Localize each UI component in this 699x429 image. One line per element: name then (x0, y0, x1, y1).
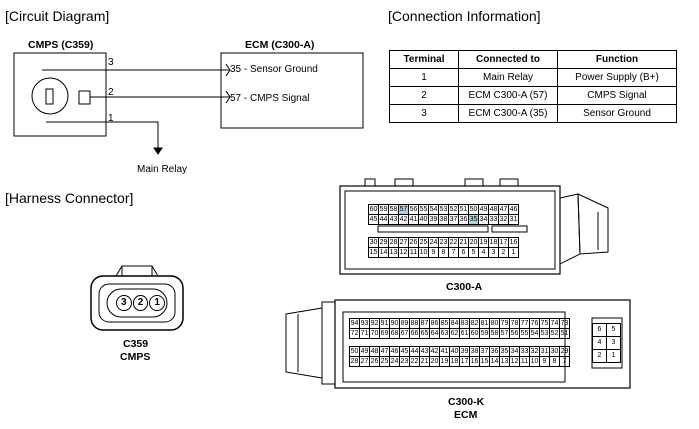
table-row: 3 ECM C300-A (35) Sensor Ground (389, 104, 677, 123)
ecm-box (220, 52, 364, 129)
pin-cell: 4 (592, 336, 607, 350)
cell-connected-to: ECM C300-A (35) (458, 104, 558, 123)
c359-pin: 1 (149, 295, 166, 311)
ecm-pin-57-label: 57 - CMPS Signal (230, 93, 310, 104)
cmps-box (13, 52, 107, 137)
ecm-pin-35-label: 35 - Sensor Ground (230, 64, 318, 75)
cell-connected-to: ECM C300-A (57) (458, 86, 558, 105)
c359-connector (90, 265, 184, 331)
header-connected-to: Connected to (458, 50, 558, 69)
c300k-label: C300-K (448, 396, 485, 408)
harness-connector-heading: [Harness Connector] (5, 190, 134, 206)
connection-table: Terminal Connected to Function 1 Main Re… (389, 50, 677, 123)
cell-terminal: 2 (389, 86, 459, 105)
c359-label: C359 (123, 338, 149, 350)
pin-cell: 1 (606, 349, 621, 363)
cell-terminal: 1 (389, 68, 459, 87)
pin-3-label: 3 (108, 57, 114, 68)
pin-cell: 2 (592, 349, 607, 363)
c359-sublabel: CMPS (120, 351, 151, 363)
c359-pin: 3 (116, 295, 132, 311)
pin-cell: 51 (559, 328, 570, 339)
pin-2-label: 2 (108, 87, 114, 98)
c359-pin: 2 (132, 295, 149, 311)
table-header-row: Terminal Connected to Function (389, 50, 677, 69)
cell-function: Sensor Ground (557, 104, 677, 123)
cmps-title: CMPS (C359) (28, 39, 94, 51)
main-relay-label: Main Relay (137, 164, 188, 175)
pin-cell: 7 (559, 356, 570, 367)
header-terminal: Terminal (389, 50, 459, 69)
cell-terminal: 3 (389, 104, 459, 123)
pin-cell: 6 (592, 323, 607, 337)
c300k-sublabel: ECM (454, 409, 478, 421)
pin-cell: 1 (508, 247, 519, 258)
cell-function: Power Supply (B+) (557, 68, 677, 87)
table-row: 1 Main Relay Power Supply (B+) (389, 68, 677, 87)
circuit-diagram-heading: [Circuit Diagram] (5, 8, 110, 24)
c300a-connector-shell (339, 178, 609, 275)
c300k-connector-shell (285, 299, 631, 389)
cell-connected-to: Main Relay (458, 68, 558, 87)
table-row: 2 ECM C300-A (57) CMPS Signal (389, 86, 677, 105)
connection-information-heading: [Connection Information] (388, 8, 541, 24)
pin-cell: 3 (606, 336, 621, 350)
pin-cell: 31 (508, 214, 519, 225)
header-function: Function (557, 50, 677, 69)
cell-function: CMPS Signal (557, 86, 677, 105)
pin-1-label: 1 (108, 113, 114, 124)
pin-cell: 5 (606, 323, 621, 337)
c300a-label: C300-A (446, 281, 483, 293)
ecm-title: ECM (C300-A) (245, 39, 315, 51)
wires (42, 63, 231, 155)
